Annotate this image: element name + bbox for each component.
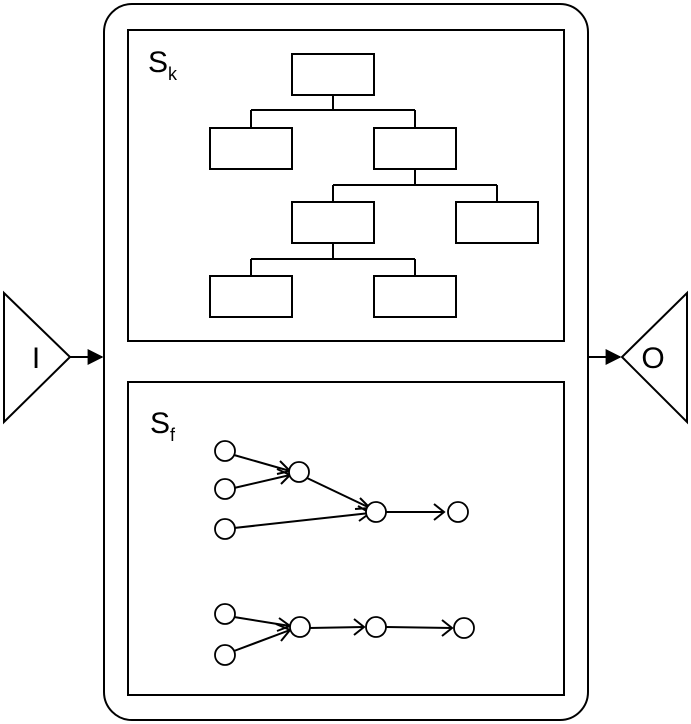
tree-node-far-right (455, 201, 539, 244)
output-label: O (641, 342, 664, 375)
flow-node (214, 603, 236, 625)
flow-graph-top (214, 440, 469, 540)
knowledge-panel-label: Sk (148, 46, 178, 84)
tree-node-right (373, 127, 457, 170)
output-node: O (620, 290, 688, 425)
flow-node (214, 644, 236, 666)
tree-node-left (209, 127, 293, 170)
flow-node (214, 518, 236, 540)
flow-panel-label: Sf (150, 407, 176, 445)
hierarchy-tree (209, 53, 539, 318)
flow-node (214, 440, 236, 462)
flow-node (289, 616, 311, 638)
tree-node-leaf-right (373, 275, 457, 318)
flow-node (447, 501, 469, 523)
flow-node (288, 461, 310, 483)
flow-graph-bottom (214, 603, 475, 666)
flow-node (365, 616, 387, 638)
flow-node (365, 501, 387, 523)
tree-node-mid (291, 201, 375, 244)
tree-node-root (291, 53, 375, 96)
flow-node (453, 617, 475, 639)
flow-node (214, 478, 236, 500)
flow-panel (127, 381, 565, 696)
input-node: I (3, 290, 72, 425)
tree-node-leaf-left (209, 275, 293, 318)
input-label: I (32, 342, 40, 375)
